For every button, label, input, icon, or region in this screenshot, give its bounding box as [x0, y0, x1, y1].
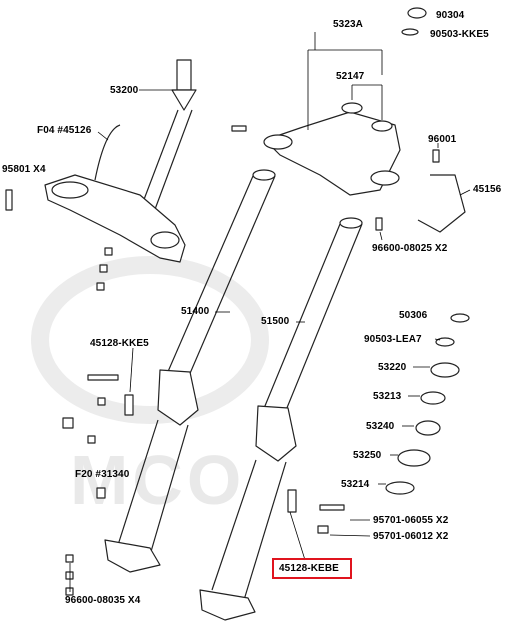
label-90503-lea7: 90503-LEA7 — [364, 334, 422, 345]
label-53250: 53250 — [353, 450, 382, 461]
label-50306: 50306 — [399, 310, 428, 321]
fork-tube-left-shape — [159, 169, 276, 393]
label-45128-kebe: 45128-KEBE — [279, 563, 339, 574]
label-96600-08035: 96600-08035 X4 — [65, 595, 141, 606]
fork-tube-right-shape — [259, 217, 363, 421]
label-96001: 96001 — [428, 134, 457, 145]
fork-slider-left-shape — [104, 369, 199, 573]
bolts-shape — [5, 125, 383, 596]
upper-bridge-shape — [263, 102, 401, 196]
label-f20: F20 #31340 — [75, 469, 130, 480]
fork-slider-right-shape — [199, 405, 297, 621]
label-53214: 53214 — [341, 479, 370, 490]
lower-bridge-shape — [44, 124, 186, 263]
label-53240: 53240 — [366, 421, 395, 432]
label-96600-08025: 96600-08025 X2 — [372, 243, 448, 254]
steering-stem-shape — [139, 59, 197, 213]
label-45128-kke5: 45128-KKE5 — [90, 338, 149, 349]
label-52147: 52147 — [336, 71, 365, 82]
label-53213: 53213 — [373, 391, 402, 402]
label-45156: 45156 — [473, 184, 502, 195]
label-95701-06012: 95701-06012 X2 — [373, 531, 449, 542]
label-5323a: 5323A — [333, 19, 363, 30]
bearing-stack-shape — [385, 313, 470, 495]
label-51500: 51500 — [261, 316, 290, 327]
watermark: MCO — [70, 441, 246, 519]
label-90503-kke5: 90503-KKE5 — [430, 29, 489, 40]
label-51400: 51400 — [181, 306, 210, 317]
label-53220: 53220 — [378, 362, 407, 373]
label-95701-06055: 95701-06055 X2 — [373, 515, 449, 526]
watermark-logo — [31, 256, 269, 424]
label-53200: 53200 — [110, 85, 139, 96]
label-f04: F04 #45126 — [37, 125, 92, 136]
bracket-shape — [417, 149, 466, 233]
label-90304: 90304 — [436, 10, 465, 21]
highlight-box — [272, 558, 352, 579]
label-95801: 95801 X4 — [2, 164, 46, 175]
leader-lines — [69, 32, 471, 592]
top-nut-shape — [401, 7, 427, 36]
